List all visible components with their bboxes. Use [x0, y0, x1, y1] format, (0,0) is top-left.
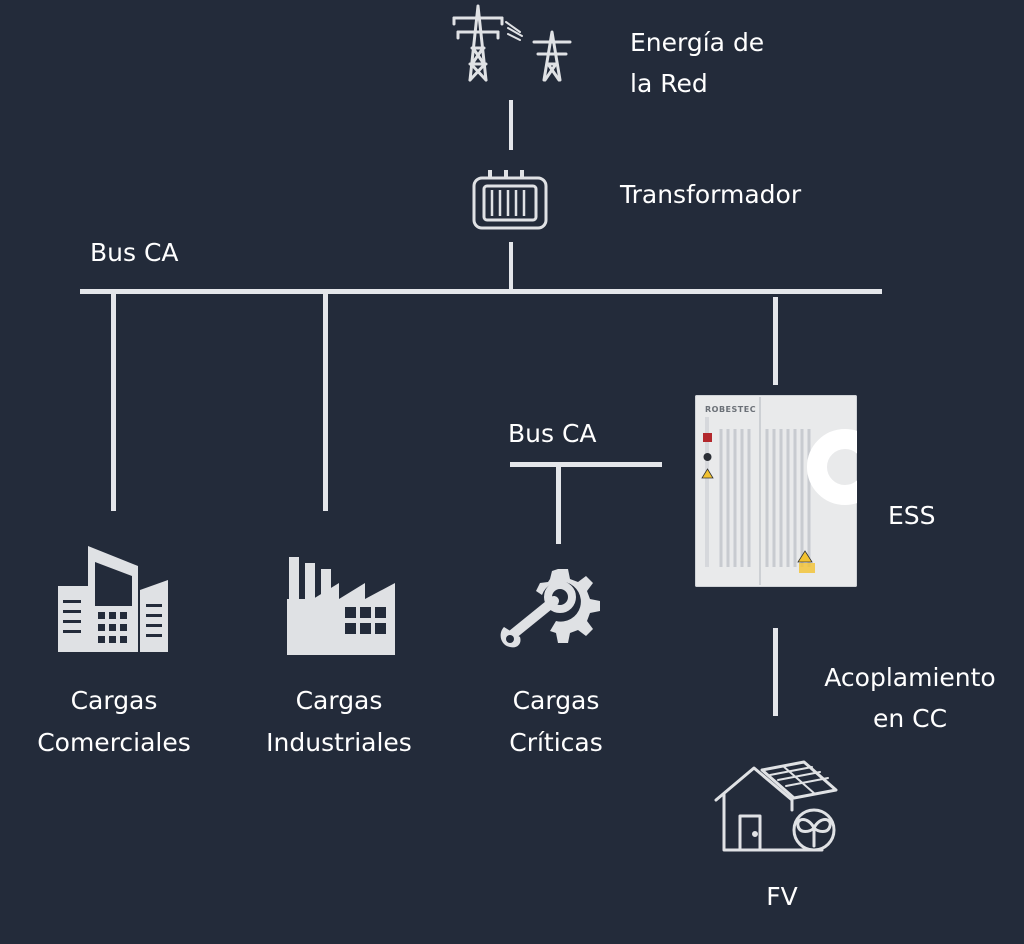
commercial-label-line1: Cargas: [70, 686, 158, 715]
industrial-drop: [323, 293, 328, 511]
commercial-label-line2: Comerciales: [37, 728, 191, 757]
ess-label: ESS: [888, 501, 936, 530]
transformer-label: Transformador: [620, 180, 802, 209]
pv-label: FV: [766, 882, 798, 911]
critical-bus-label: Bus CA: [508, 419, 597, 448]
grid-connector: [509, 100, 513, 150]
transformer-icon: [472, 170, 548, 230]
ess-drop: [773, 297, 778, 385]
critical-label-line2: Críticas: [509, 728, 603, 757]
commercial-drop: [111, 293, 116, 511]
ess-cabinet-graphic: [701, 397, 857, 585]
grid-label-line2: la Red: [630, 69, 708, 98]
critical-label-line1: Cargas: [512, 686, 600, 715]
dc-coupling-line1: Acoplamiento: [824, 663, 996, 692]
transmission-tower-icon: [452, 4, 572, 82]
grid-label-line1: Energía de: [630, 28, 765, 57]
commercial-building-icon: [58, 546, 168, 652]
industrial-label-line2: Industriales: [266, 728, 412, 757]
ess-cabinet: ROBESTEC: [695, 395, 857, 587]
main-bus-label: Bus CA: [90, 238, 179, 267]
gear-wrench-icon: [500, 569, 600, 648]
dc-coupling-line: [773, 628, 778, 716]
main-ac-bus: [80, 289, 882, 294]
critical-drop: [556, 466, 561, 544]
ess-brand: ROBESTEC: [705, 405, 757, 414]
dc-coupling-line2: en CC: [872, 704, 948, 733]
factory-icon: [287, 557, 395, 655]
solar-house-icon: [714, 760, 838, 852]
industrial-label-line1: Cargas: [295, 686, 383, 715]
transformer-connector: [509, 242, 513, 292]
critical-ac-bus: [510, 462, 662, 467]
